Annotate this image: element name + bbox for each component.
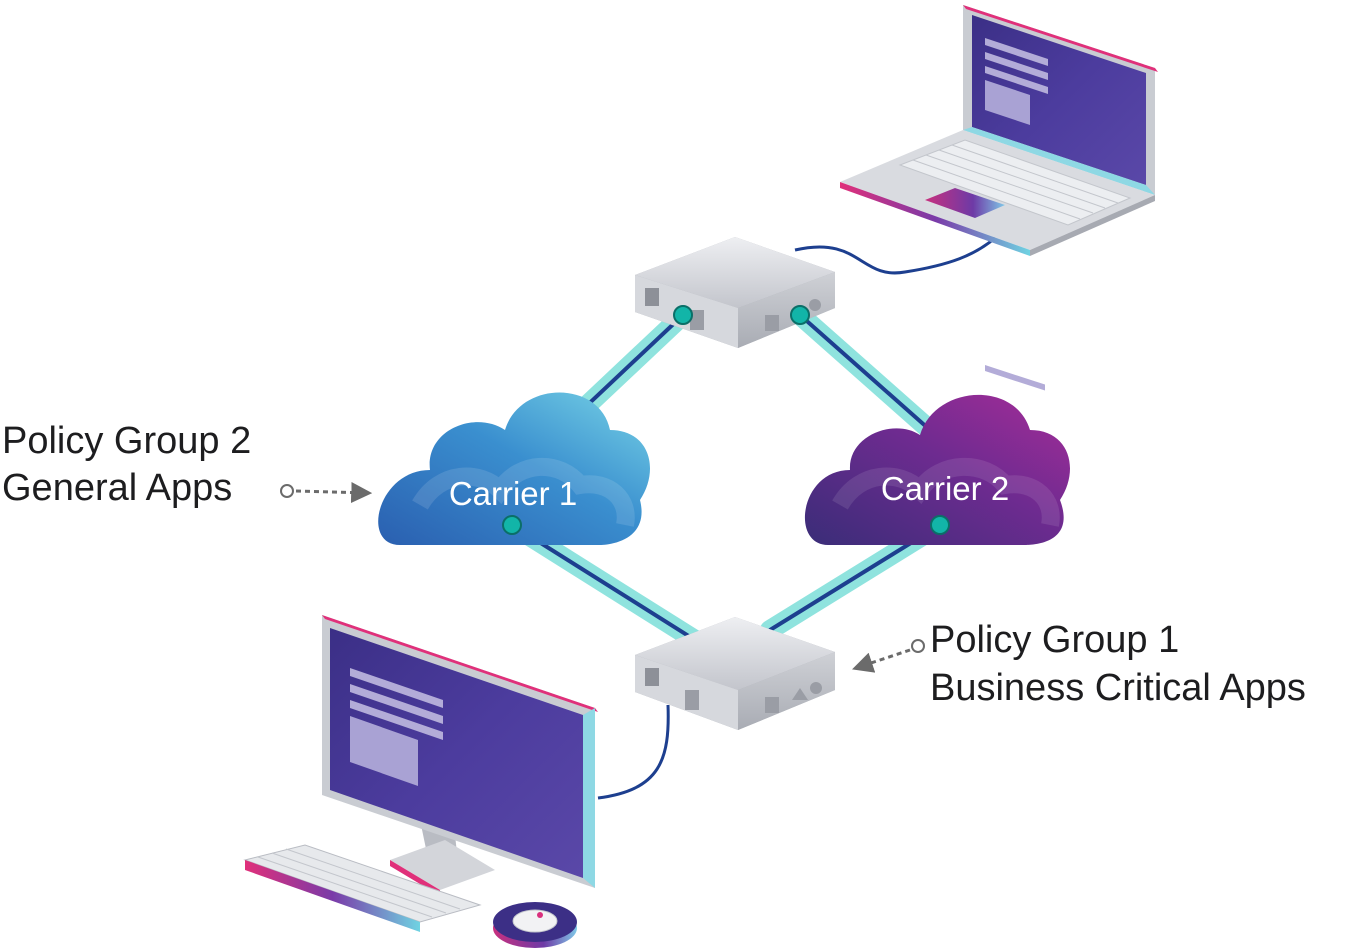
policy-group-2-subtitle: General Apps — [2, 467, 232, 509]
laptop — [840, 5, 1158, 391]
link-router-top-to-carrier2 — [790, 305, 940, 440]
port-dot — [790, 305, 810, 325]
port-dot — [502, 515, 522, 535]
annotation-origin-dot — [911, 639, 925, 653]
router-bottom — [635, 617, 835, 730]
policy-group-2-title: Policy Group 2 — [2, 420, 251, 462]
policy-group-1-subtitle: Business Critical Apps — [930, 667, 1306, 709]
port-dot — [673, 305, 693, 325]
cable-laptop — [794, 236, 996, 275]
carrier1-cloud: Carrier 1 — [378, 392, 650, 545]
annotation-origin-dot — [280, 484, 294, 498]
desktop-computer — [243, 615, 598, 948]
policy-group-1-title: Policy Group 1 — [930, 619, 1179, 661]
carrier2-cloud: Carrier 2 — [804, 394, 1070, 545]
annotation-arrow — [852, 648, 911, 673]
port-dot — [930, 515, 950, 535]
annotation-arrow — [295, 482, 373, 504]
policy-group-1-annotation: Policy Group 1 Business Critical Apps — [852, 619, 1306, 709]
policy-group-2-annotation: Policy Group 2 General Apps — [2, 420, 373, 509]
carrier2-label: Carrier 2 — [881, 470, 1009, 507]
router-top — [635, 237, 835, 348]
cable-desktop — [597, 704, 670, 800]
carrier1-label: Carrier 1 — [449, 475, 577, 512]
